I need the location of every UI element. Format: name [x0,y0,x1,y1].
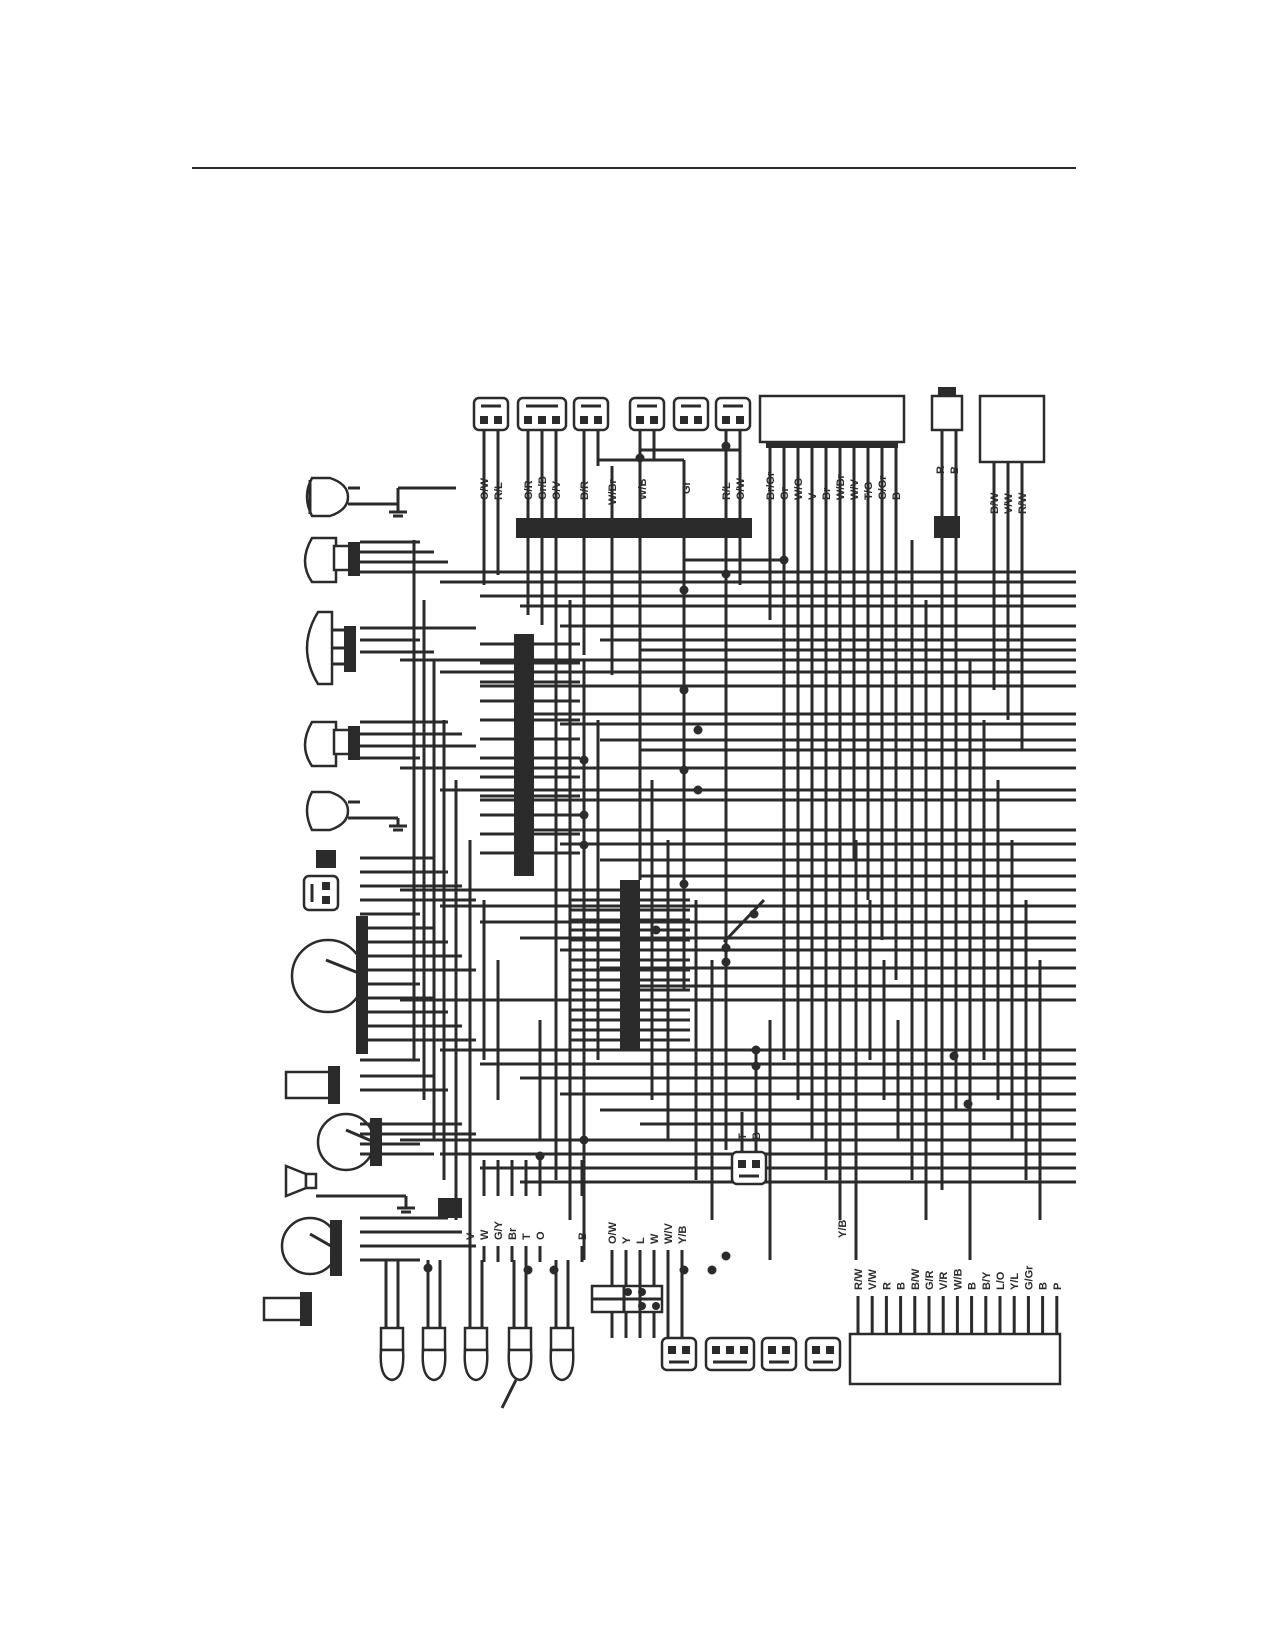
small-relay [302,874,340,912]
top-harness-bar [516,518,752,538]
tail-light-lower [305,790,407,832]
wire-label: Y [621,1236,633,1244]
wire-label: P [1052,1283,1064,1290]
wire-label: B [896,1282,908,1290]
wire-label: R [881,1282,893,1290]
tail-light-upper [305,476,456,518]
speedometer [290,916,368,1054]
wire-label: Br [507,1227,519,1240]
wire-label: O/W [735,477,747,500]
turn-signal-front-right [303,536,360,584]
wire-label: B [577,1232,589,1240]
top-connector-1-labels: O/W R/L [479,477,505,500]
wire-label: V/W [867,1269,879,1290]
top-connector-6-labels: R/L O/W [721,477,747,500]
wire-label: Y/B [677,1226,689,1244]
wire-label: O [535,1231,547,1240]
bottom-connector-2 [704,1336,756,1372]
relay [978,394,1046,464]
top-connector-4 [628,396,666,432]
wire-label: L/O [995,1271,1007,1290]
stop-switch [590,1284,664,1314]
neutral-switch [262,1292,312,1326]
harness-bar-left [514,634,534,876]
wire-label: W/B [952,1269,964,1290]
top-connector-1 [472,396,510,432]
wire-label: V [465,1232,477,1240]
wire-label: O/W [479,477,491,500]
turn-signal-front-left [303,720,360,768]
fuse [930,387,964,538]
wire-label: L [635,1237,647,1244]
wire-label: W [479,1229,491,1240]
junction-dots [423,441,973,1275]
wire-label: V/R [938,1272,950,1290]
top-connector-6 [714,396,752,432]
horn [284,1164,415,1214]
top-connector-3-labels: B/R [579,481,591,500]
top-connector-3 [572,396,610,432]
bottom-connector-1 [660,1336,698,1372]
top-multi-connector-strip [766,442,898,448]
wire-label: G/Y [493,1220,505,1240]
top-connector-4-labels: W/Br W/B [607,479,649,505]
wire-label: B/R [579,481,591,500]
temperature-gauge [280,1216,342,1276]
wire-label: W [649,1233,661,1244]
wire-label: R/L [721,482,733,500]
ground-block [438,1198,462,1218]
wire-label: Gr/B [537,476,549,500]
top-connector-5 [672,396,710,432]
wire-label: Gr [681,480,693,494]
wire-label: T [521,1233,533,1240]
bottom-connector-4 [804,1336,842,1372]
wire-label: B [967,1282,979,1290]
bottom-bulbs [379,1260,575,1382]
tachometer [316,1112,382,1172]
wire-label: B/W [910,1268,922,1290]
wire-label: W/V [663,1223,675,1244]
sensor-label-t: T [737,1133,749,1140]
bulb-leader-line [500,1379,518,1409]
harness-wires [360,540,1076,1262]
wire-label-yb-mid: Y/B [837,1220,849,1238]
switch-box [316,850,336,868]
wire-label: O/W [607,1221,619,1244]
wire-label: O/V [551,480,563,500]
sensor-label-b: B [751,1132,763,1140]
top-multi-connector [758,394,906,444]
top-connector-2 [516,396,568,432]
top-connector-5-labels: Gr [681,480,693,494]
top-connector-2-labels: G/R Gr/B O/V [523,476,563,500]
bottom-connector-3 [760,1336,798,1372]
headlight [305,610,356,686]
wire-label: R/W [853,1268,865,1290]
wire-label: B [1038,1282,1050,1290]
wire-label: G/R [924,1270,936,1290]
wire-label: W/B [637,479,649,500]
wire-label: B/Y [981,1271,993,1290]
wire-label: G/R [523,480,535,500]
fuel-sender [284,1066,340,1104]
wire-label: Y/L [1009,1273,1021,1290]
ecu-box [848,1332,1062,1386]
wire-label: G/Gr [1023,1265,1035,1290]
wire-label: W/Br [607,479,619,505]
sensor-connector: T B [730,1050,768,1186]
wire-label: R/L [493,482,505,500]
